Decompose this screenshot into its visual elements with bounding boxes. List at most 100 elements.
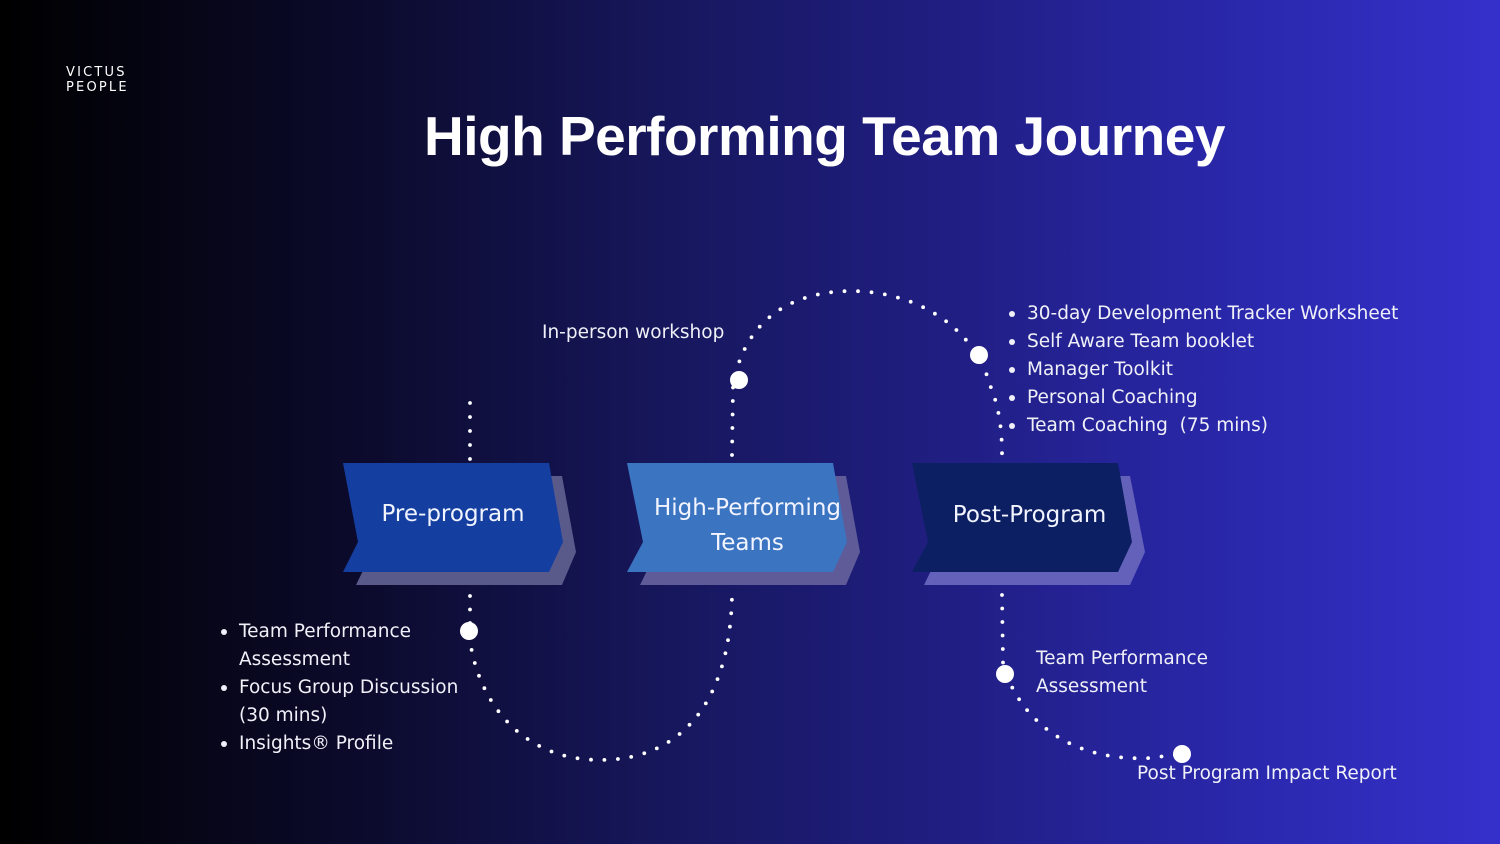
path-dot: [757, 324, 762, 329]
list-item: Personal Coaching: [1007, 384, 1398, 412]
step-label-pre-program: Pre-program: [343, 497, 563, 532]
brand-logo-line1: VICTUS: [66, 65, 127, 80]
post-program-list: 30-day Development Tracker Worksheet Sel…: [1007, 300, 1398, 440]
path-dot: [908, 299, 913, 304]
path-dot: [1010, 685, 1015, 690]
path-dot: [998, 424, 1003, 429]
path-dot: [1000, 451, 1004, 456]
path-dot: [1001, 660, 1005, 665]
brand-logo-line2: PEOPLE: [66, 80, 129, 95]
path-dot: [988, 385, 993, 389]
path-dot: [993, 397, 998, 402]
list-item: Team Performance: [219, 618, 458, 646]
step-label-text: Post-Program: [952, 502, 1107, 528]
milestone-node-post-assessment[interactable]: [996, 665, 1014, 683]
path-dot: [472, 661, 477, 665]
list-item: Focus Group Discussion: [219, 674, 458, 702]
path-dot: [729, 611, 734, 616]
path-dot: [728, 624, 732, 629]
milestone-node-impact-report[interactable]: [1173, 745, 1191, 763]
brand-logo: VICTUS PEOPLE: [66, 65, 129, 95]
path-dot: [963, 337, 968, 342]
path-dot: [477, 673, 481, 678]
list-item: Manager Toolkit: [1007, 356, 1398, 384]
path-dot: [468, 457, 472, 461]
step-label-text: Pre-program: [381, 501, 525, 527]
path-dot: [869, 290, 874, 295]
post-assessment-line1: Team Performance: [1036, 648, 1209, 669]
path-dot: [589, 757, 593, 762]
path-dot: [742, 347, 747, 351]
step-label-post-program: Post-Program: [917, 498, 1142, 533]
path-dot: [703, 701, 708, 706]
path-dot: [1017, 697, 1021, 702]
path-dot: [468, 401, 472, 405]
milestone-node-workshop[interactable]: [730, 371, 748, 389]
step-chevron-pre-program[interactable]: [343, 463, 563, 572]
list-item-continuation: Assessment: [239, 649, 350, 670]
path-dot: [629, 755, 634, 759]
path-dot: [1000, 633, 1005, 638]
path-dot: [496, 709, 501, 714]
path-dot: [726, 638, 730, 642]
path-dot: [488, 698, 493, 702]
path-dot: [996, 411, 1001, 415]
step-chevron-post-program[interactable]: [912, 463, 1132, 572]
path-dot: [616, 757, 620, 761]
path-dot: [468, 415, 472, 419]
step-chevron-high-performing[interactable]: [627, 463, 847, 572]
path-dot: [715, 677, 720, 681]
path-dot: [944, 319, 948, 324]
list-item: Team Coaching (75 mins): [1007, 412, 1398, 440]
impact-report-label: Post Program Impact Report: [1137, 763, 1397, 784]
path-dot: [999, 437, 1004, 442]
path-dot: [730, 453, 734, 457]
path-dot: [469, 648, 474, 652]
list-item: 30-day Development Tracker Worksheet: [1007, 300, 1398, 328]
path-dot: [720, 664, 724, 669]
path-dot: [1025, 708, 1029, 712]
path-dot: [1000, 647, 1005, 651]
milestone-node-post-deliverables[interactable]: [970, 346, 988, 364]
path-dot: [896, 295, 900, 300]
path-dot: [829, 290, 833, 295]
path-dot: [778, 307, 783, 312]
path-dot: [562, 753, 567, 758]
page-title: High Performing Team Journey: [424, 105, 1225, 167]
path-dot: [468, 594, 472, 598]
path-dot: [723, 651, 728, 656]
path-dot: [856, 289, 860, 294]
list-item-continuation: (30 mins): [239, 705, 328, 726]
path-dot: [1044, 727, 1049, 731]
path-dot: [468, 607, 472, 612]
path-dot: [737, 359, 742, 364]
path-dot: [984, 372, 989, 377]
path-dot: [790, 301, 795, 305]
path-dot: [602, 758, 607, 762]
path-dot: [730, 412, 735, 417]
path-dot: [1000, 593, 1004, 597]
path-dot: [933, 311, 937, 316]
path-dot: [921, 305, 925, 310]
list-item: Insights® Profile: [219, 730, 458, 758]
path-dot: [687, 722, 692, 727]
path-dot: [1092, 750, 1097, 755]
step-label-line1: High-Performing: [653, 495, 841, 521]
milestone-node-pre-assessment[interactable]: [460, 622, 478, 640]
step-label-high-performing: High-Performing Teams: [630, 491, 865, 561]
path-dot: [525, 737, 530, 741]
path-dot: [815, 292, 820, 297]
path-dot: [749, 335, 754, 340]
path-dot: [1055, 734, 1060, 739]
path-dot: [654, 746, 659, 751]
path-dot: [802, 296, 807, 300]
path-dot: [514, 729, 519, 733]
path-dot: [882, 292, 887, 297]
path-dot: [468, 429, 472, 433]
path-dot: [1000, 620, 1005, 624]
path-dot: [642, 751, 647, 756]
path-dot: [696, 712, 701, 717]
path-dot: [468, 443, 472, 447]
path-dot: [730, 439, 735, 444]
path-dot: [730, 426, 735, 430]
